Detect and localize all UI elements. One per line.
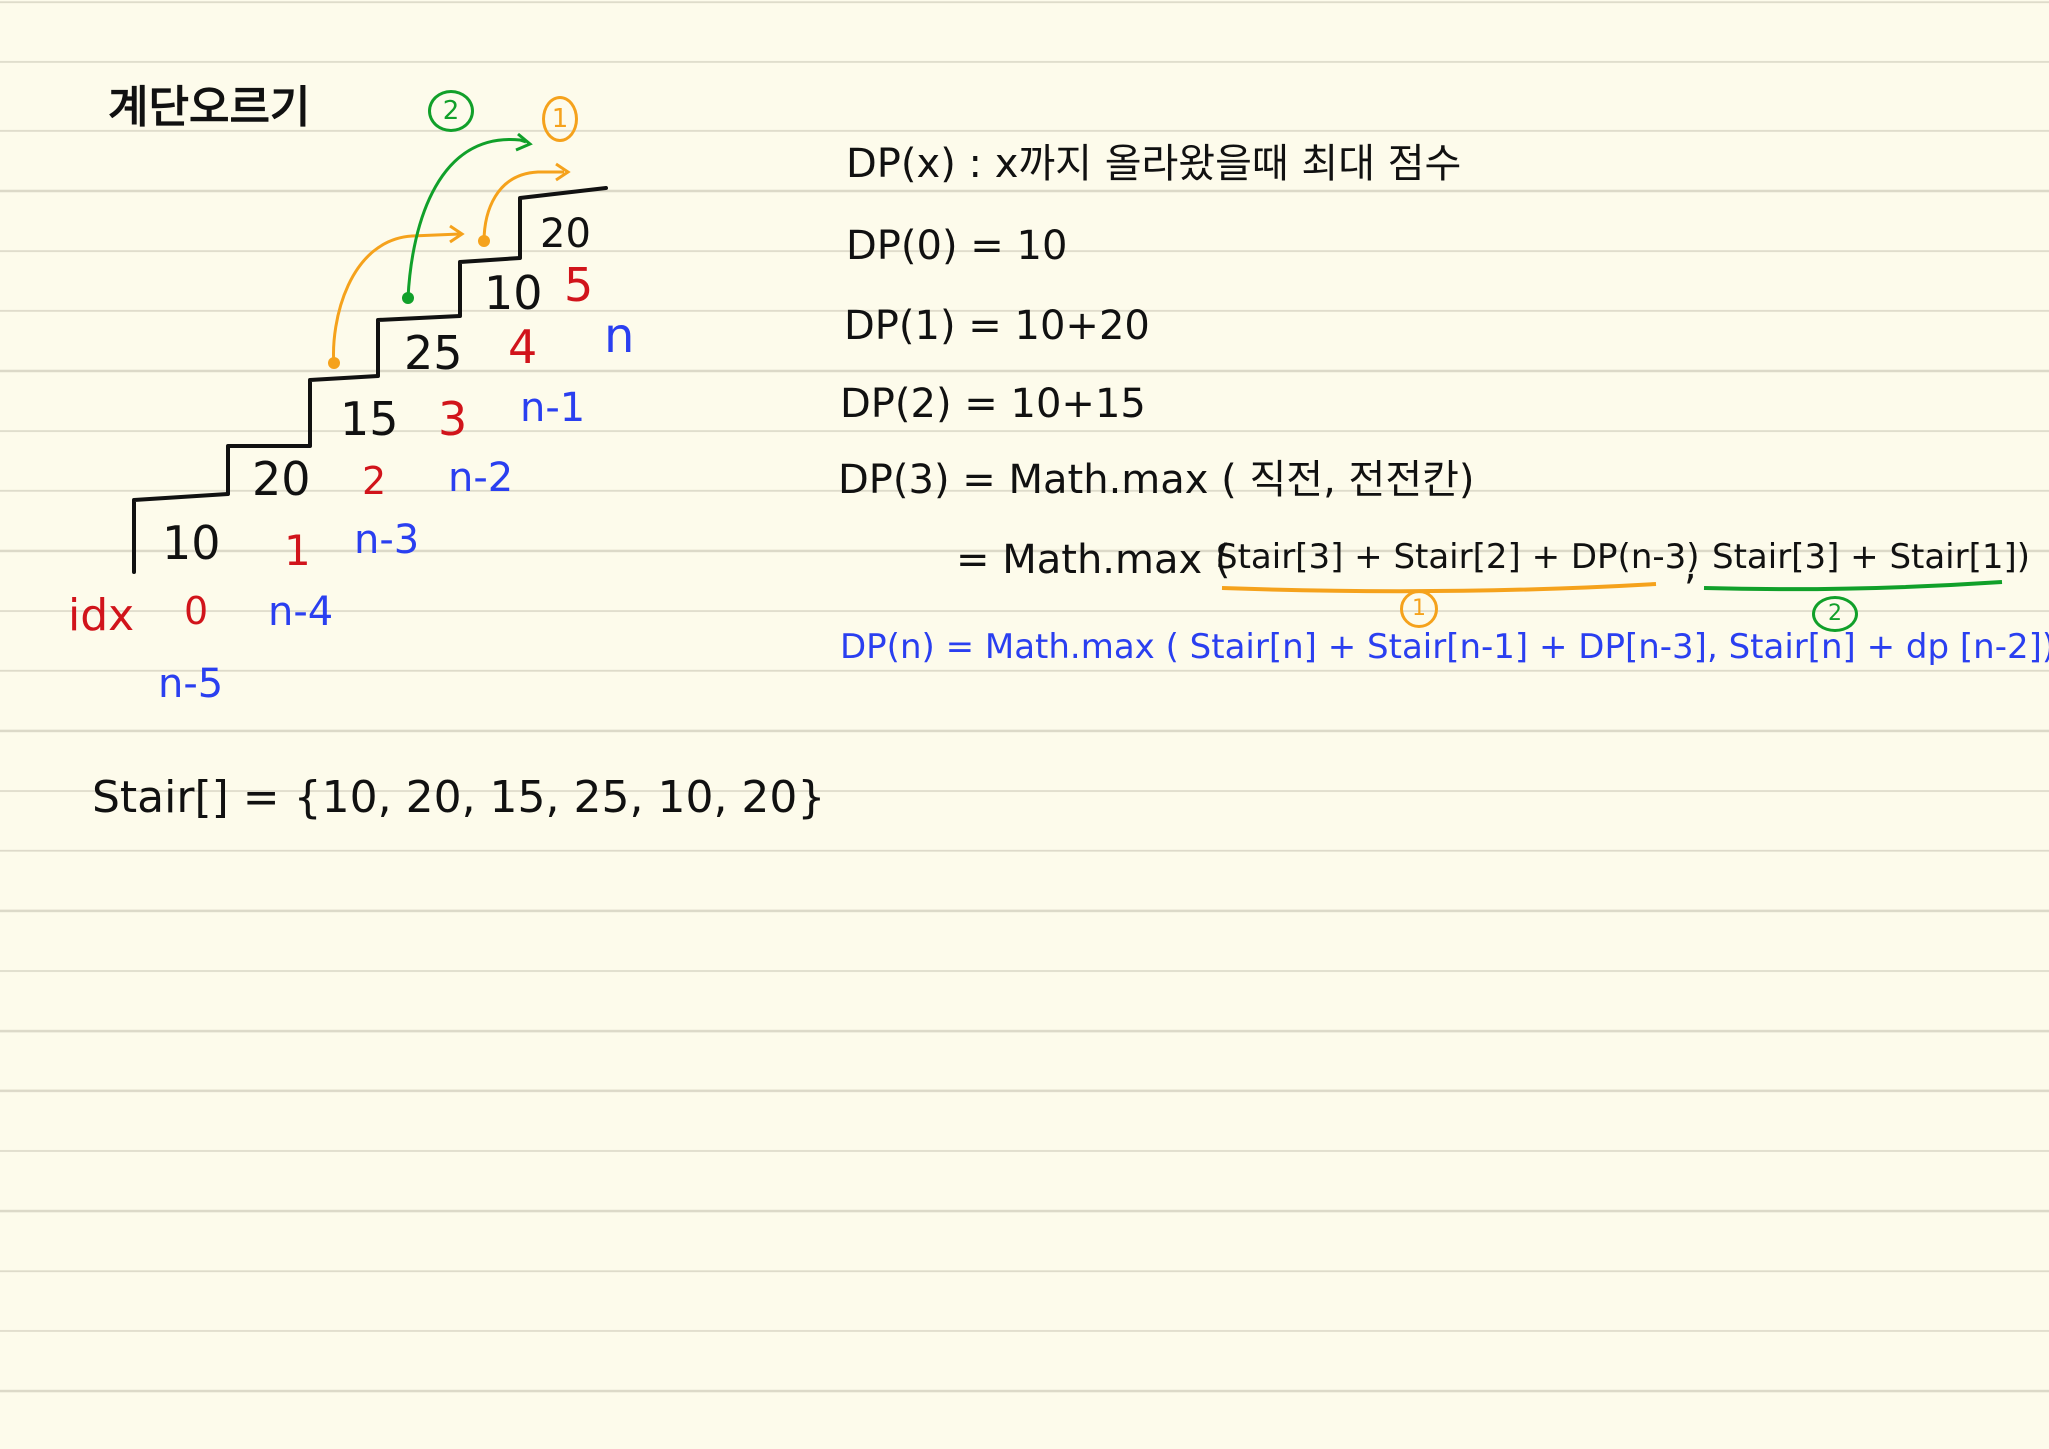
relative-n-1: n-1 <box>520 385 586 431</box>
staircase-outline <box>132 186 608 574</box>
dp0-line: DP(0) = 10 <box>846 223 1068 269</box>
stair-array: Stair[] = {10, 20, 15, 25, 10, 20} <box>92 772 826 823</box>
dp3-line: DP(3) = Math.max ( 직전, 전전칸) <box>838 457 1475 503</box>
dp3-term1: Stair[3] + Stair[2] + DP(n-3) <box>1216 537 1700 577</box>
stair-index-4: 4 <box>508 320 538 374</box>
dp3-term2: Stair[3] + Stair[1]) <box>1712 537 2031 577</box>
stair-value-1: 20 <box>252 452 311 506</box>
orange-underline <box>1221 582 1657 594</box>
relative-n-3: n-3 <box>354 517 420 563</box>
relative-n: n <box>604 308 635 364</box>
idx-label: idx <box>68 590 135 641</box>
stair-index-0: 0 <box>184 589 209 633</box>
orange-arrow-2-dot <box>478 235 490 247</box>
stair-value-2: 15 <box>340 392 399 446</box>
dp3-expand-eq: = Math.max ( <box>956 537 1231 583</box>
dp2-line: DP(2) = 10+15 <box>840 381 1146 427</box>
relative-n-4: n-4 <box>268 589 334 635</box>
stair-value-0: 10 <box>162 516 221 570</box>
orange-arrow-2 <box>482 170 564 243</box>
orange-arrow-1 <box>332 232 461 367</box>
stair-index-2: 2 <box>362 459 387 503</box>
stair-value-3: 25 <box>404 326 463 380</box>
dp3-separator: , <box>1684 543 1697 589</box>
marker-two-circle: 2 <box>428 90 474 132</box>
marker-one-circle: 1 <box>542 96 578 142</box>
stair-index-1: 1 <box>284 526 311 575</box>
green-arrow-dot <box>402 292 414 304</box>
stair-index-5: 5 <box>564 258 594 312</box>
green-arrow <box>406 138 527 299</box>
dp-definition: DP(x) : x까지 올라왔을때 최대 점수 <box>846 141 1462 187</box>
relative-n-2: n-2 <box>448 455 514 501</box>
term1-marker-one: 1 <box>1400 590 1438 628</box>
orange-arrow-2-head <box>555 162 571 182</box>
page-title: 계단오르기 <box>108 82 311 133</box>
term2-marker-two: 2 <box>1812 596 1858 632</box>
dp-n-general: DP(n) = Math.max ( Stair[n] + Stair[n-1]… <box>840 627 2049 667</box>
dp1-line: DP(1) = 10+20 <box>844 303 1150 349</box>
relative-n-5: n-5 <box>158 661 224 707</box>
orange-arrow-1-dot <box>328 357 340 369</box>
stair-value-4: 10 <box>484 266 543 320</box>
stair-value-5: 20 <box>540 211 591 257</box>
orange-arrow-1-head <box>449 224 465 244</box>
green-underline <box>1703 580 2003 592</box>
stair-index-3: 3 <box>438 392 468 446</box>
green-arrow-head <box>515 132 533 152</box>
